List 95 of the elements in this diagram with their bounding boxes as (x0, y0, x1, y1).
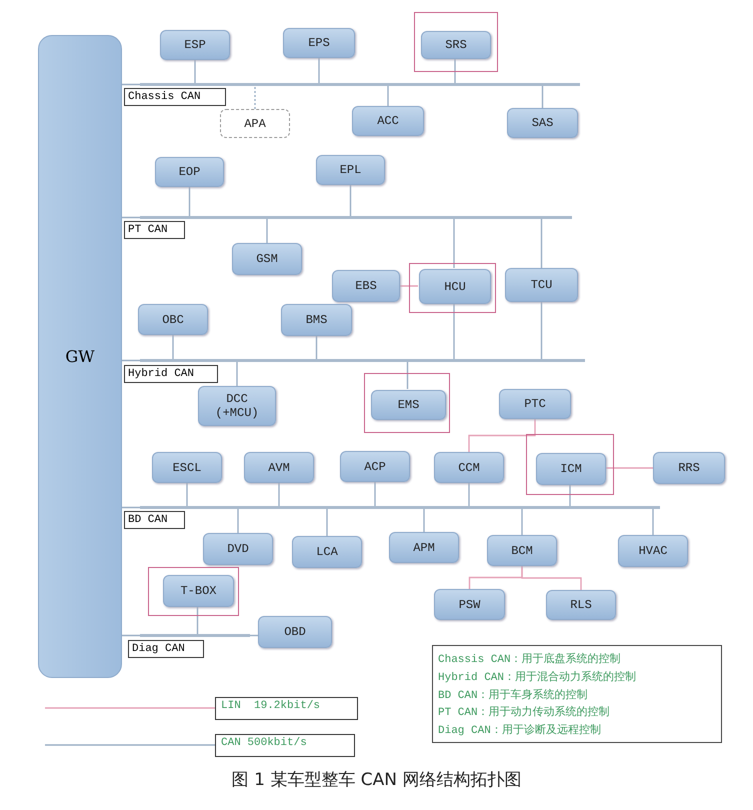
ecu-box: ACP (340, 451, 410, 482)
ecu-box: LCA (292, 536, 362, 568)
connector-line (540, 302, 542, 359)
highlight-frame (409, 263, 496, 313)
ecu-box: APA (220, 109, 290, 138)
bus-line (140, 506, 660, 509)
bus-label: Diag CAN (128, 640, 204, 658)
connector-line (468, 483, 470, 506)
connector-line (652, 509, 654, 535)
connector-line (186, 483, 188, 506)
connector-line (468, 419, 536, 452)
connector-line (326, 509, 328, 536)
ecu-box: CCM (434, 452, 504, 483)
bus-label: PT CAN (124, 221, 185, 239)
connector-line (521, 566, 582, 590)
ecu-box: SAS (507, 108, 578, 138)
bus-line (140, 359, 585, 362)
connector-line (278, 483, 280, 506)
connector-line (172, 335, 174, 359)
gateway-box: GW (38, 35, 122, 678)
connector-line (122, 506, 140, 508)
connector-line (453, 219, 455, 268)
ecu-box: AVM (244, 452, 314, 483)
connector-line (122, 360, 140, 362)
caption: 图 1 某车型整车 CAN 网络结构拓扑图 (230, 769, 522, 791)
connector-line (542, 86, 544, 108)
legend-label: LIN 19.2kbit/s (215, 697, 358, 720)
ecu-box: APM (389, 532, 459, 563)
bus-line (140, 83, 580, 86)
bus-line (140, 216, 572, 219)
connector-line (406, 362, 408, 389)
connector-line (540, 219, 542, 268)
note-line: Chassis CAN：用于底盘系统的控制 (438, 652, 622, 666)
ecu-box: OBD (258, 616, 332, 648)
highlight-frame (148, 567, 239, 616)
note-line: Hybrid CAN：用于混合动力系统的控制 (438, 670, 638, 684)
ecu-box: RRS (653, 452, 725, 484)
note-line: BD CAN：用于车身系统的控制 (438, 688, 589, 702)
connector-line (266, 219, 268, 243)
connector-line (569, 484, 571, 506)
connector-line (236, 362, 238, 386)
dashed-connector (254, 86, 256, 109)
ecu-box: DCC (+MCU) (198, 386, 276, 426)
ecu-box: ESCL (152, 452, 222, 483)
connector-line (521, 509, 523, 535)
ecu-box: SRS (421, 31, 491, 59)
ecu-box: DVD (203, 533, 273, 565)
connector-line (605, 467, 653, 469)
ecu-box: OBC (138, 304, 208, 335)
bus-label: Chassis CAN (124, 88, 226, 106)
highlight-frame (414, 12, 498, 72)
ecu-box: GSM (232, 243, 302, 275)
note-box (432, 645, 722, 743)
connector-line (454, 58, 456, 83)
note-line: PT CAN：用于动力传动系统的控制 (438, 704, 611, 720)
ecu-box: EPL (316, 155, 385, 185)
connector-line (453, 303, 455, 359)
connector-line (387, 86, 389, 106)
highlight-frame (364, 373, 450, 433)
connector-line (250, 634, 258, 636)
connector-line (423, 509, 425, 532)
ecu-box: EOP (155, 157, 224, 187)
ecu-box: ICM (536, 453, 606, 485)
ecu-box: ESP (160, 30, 230, 60)
note-line: Diag CAN：用于诊断及远程控制 (438, 723, 602, 737)
ecu-box: EBS (332, 270, 400, 302)
connector-line (350, 185, 352, 216)
ecu-box: PSW (434, 589, 505, 620)
legend-label: CAN 500kbit/s (215, 734, 355, 757)
bus-label: Hybrid CAN (124, 365, 218, 383)
connector-line (122, 216, 140, 218)
ecu-box: BMS (281, 304, 352, 336)
bus-line (140, 634, 250, 637)
connector-line (318, 58, 320, 83)
connector-line (196, 606, 198, 634)
connector-line (316, 336, 318, 359)
ecu-box: EPS (283, 28, 355, 58)
connector-line (188, 187, 190, 216)
ecu-box: HVAC (618, 535, 688, 567)
connector-line (122, 634, 140, 636)
bus-label: BD CAN (124, 511, 185, 529)
connector-line (374, 482, 376, 506)
ecu-box: EMS (371, 390, 446, 420)
connector-line (400, 285, 418, 287)
ecu-box: RLS (546, 590, 616, 620)
connector-line (194, 60, 196, 83)
ecu-box: T-BOX (163, 575, 234, 607)
highlight-frame (526, 434, 614, 495)
ecu-box: BCM (487, 535, 557, 566)
ecu-box: HCU (419, 269, 491, 304)
connector-line (122, 84, 140, 86)
connector-line (237, 509, 239, 533)
ecu-box: PTC (499, 389, 571, 419)
ecu-box: TCU (505, 268, 578, 302)
ecu-box: ACC (352, 106, 424, 136)
